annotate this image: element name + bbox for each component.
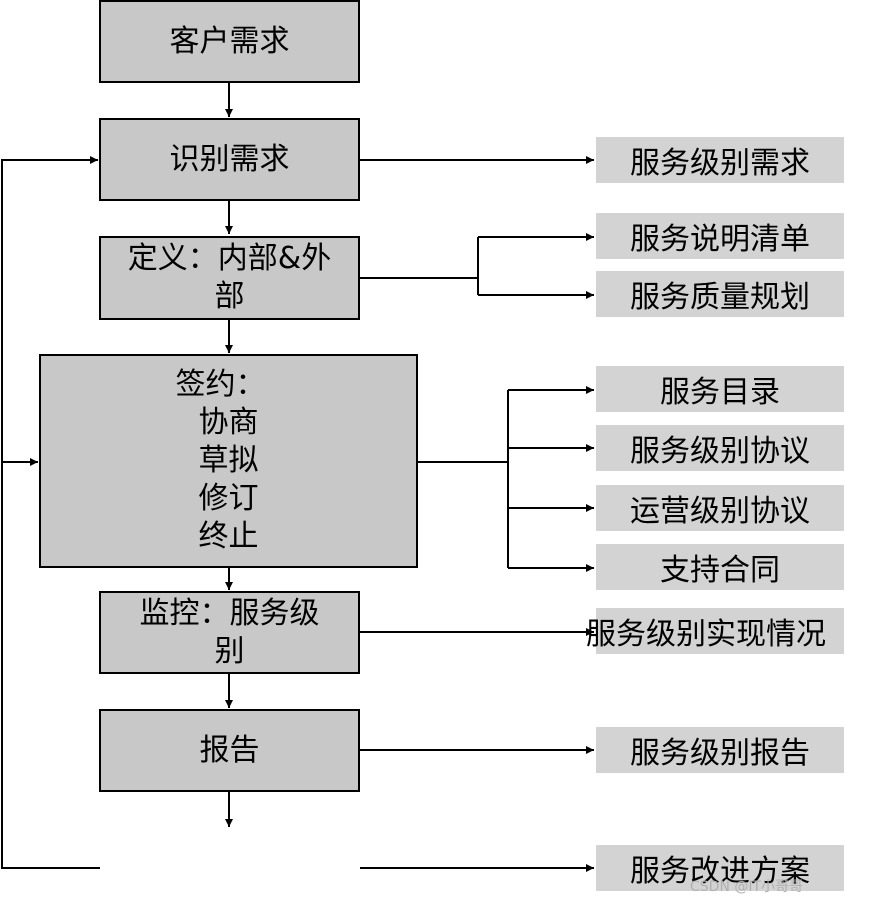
step-report: 报告 bbox=[99, 709, 360, 792]
step-sign-item: 修订 bbox=[198, 481, 259, 516]
output-label: 运营级别协议 bbox=[630, 494, 810, 529]
output-label: 服务目录 bbox=[660, 375, 780, 410]
output-service-spec-list: 服务说明清单 bbox=[596, 213, 844, 259]
step-customer-needs: 客户需求 bbox=[99, 0, 360, 83]
output-label: 服务改进方案 bbox=[630, 854, 810, 889]
output-service-catalog: 服务目录 bbox=[596, 366, 844, 412]
output-service-level-agreement: 服务级别协议 bbox=[596, 425, 844, 471]
output-label: 服务级别需求 bbox=[630, 146, 810, 181]
watermark: CSDN @IT小哥哥 bbox=[690, 879, 804, 895]
output-service-quality-plan: 服务质量规划 bbox=[596, 271, 844, 317]
step-sign: 签约： 协商 草拟 修订 终止 bbox=[39, 354, 418, 568]
output-service-level-requirements: 服务级别需求 bbox=[596, 137, 844, 183]
step-identify-needs-label: 识别需求 bbox=[169, 141, 290, 177]
output-label: 服务级别报告 bbox=[630, 736, 810, 771]
output-service-improvement-plan: 服务改进方案 bbox=[596, 845, 844, 891]
output-label: 服务级别协议 bbox=[630, 434, 810, 469]
output-support-contract: 支持合同 bbox=[596, 544, 844, 590]
step-monitor-label-line2: 别 bbox=[214, 633, 245, 669]
step-report-label: 报告 bbox=[199, 732, 260, 768]
step-monitor: 监控：服务级 别 bbox=[99, 591, 360, 674]
step-define-label-line2: 部 bbox=[214, 279, 245, 314]
step-sign-title: 签约： bbox=[175, 367, 266, 402]
output-operational-level-agreement: 运营级别协议 bbox=[596, 485, 844, 531]
step-sign-item: 草拟 bbox=[198, 443, 259, 478]
step-sign-item: 终止 bbox=[198, 519, 259, 554]
output-service-level-report: 服务级别报告 bbox=[596, 727, 844, 773]
step-define: 定义：内部&外 部 bbox=[99, 236, 360, 320]
output-label: 服务说明清单 bbox=[630, 222, 810, 257]
step-customer-needs-label: 客户需求 bbox=[169, 23, 290, 59]
output-label: 服务级别实现情况 bbox=[586, 617, 826, 652]
step-monitor-label-line1: 监控：服务级 bbox=[139, 595, 320, 631]
output-service-level-achievement: 服务级别实现情况 bbox=[586, 608, 844, 654]
step-identify-needs: 识别需求 bbox=[99, 118, 360, 201]
step-define-label-line1: 定义：内部&外 bbox=[127, 241, 332, 276]
step-sign-item: 协商 bbox=[198, 405, 259, 440]
output-label: 支持合同 bbox=[660, 553, 780, 588]
output-label: 服务质量规划 bbox=[630, 280, 810, 315]
